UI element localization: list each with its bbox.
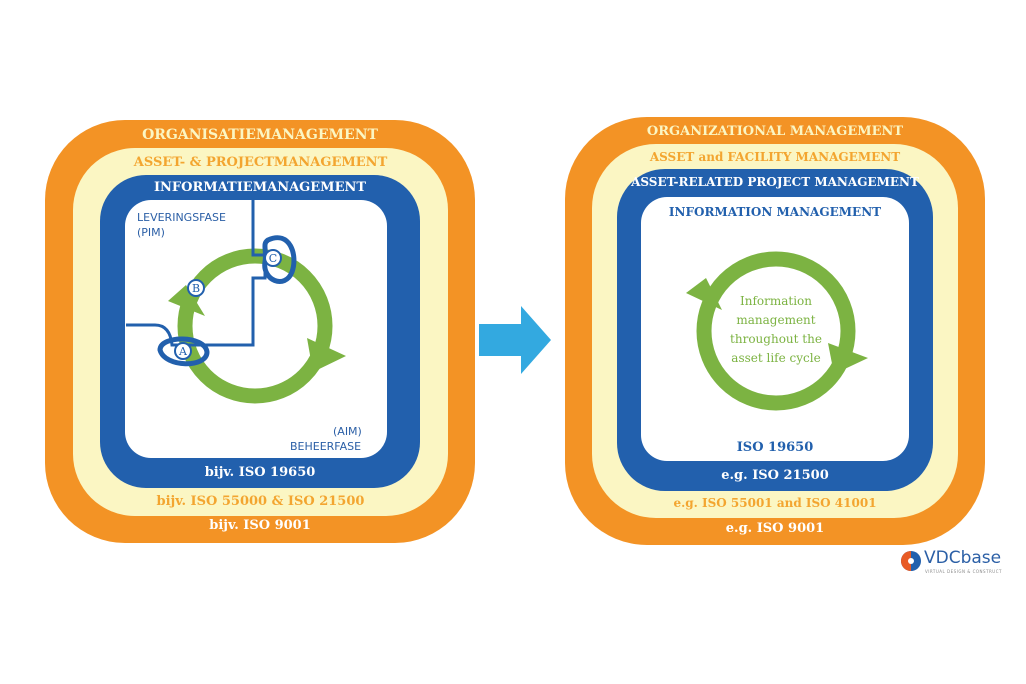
right-organizational-label: ORGANIZATIONAL MANAGEMENT	[646, 124, 904, 139]
delivery-phase-label: LEVERINGSFASE	[137, 211, 226, 224]
right-organizational-standard: e.g. ISO 9001	[725, 521, 825, 536]
right-asset-facility-standard: e.g. ISO 55001 and ISO 41001	[673, 496, 877, 510]
left-asset-project-label: ASSET- & PROJECTMANAGEMENT	[133, 155, 388, 170]
right-information-standard: ISO 19650	[736, 440, 814, 455]
vdcbase-logo-tagline: VIRTUAL DESIGN & CONSTRUCT	[925, 569, 1002, 574]
transition-arrow	[479, 306, 551, 374]
manage-phase-label: BEHEERFASE	[290, 440, 362, 453]
delivery-phase-abbr: (PIM)	[137, 226, 165, 239]
vdcbase-logo-name: VDCbase	[924, 548, 1002, 568]
left-organisation-label: ORGANISATIEMANAGEMENT	[142, 127, 378, 143]
right-project-standard: e.g. ISO 21500	[721, 468, 829, 483]
left-organisation-standard: bijv. ISO 9001	[209, 518, 311, 533]
right-asset-facility-label: ASSET and FACILITY MANAGEMENT	[649, 150, 901, 164]
vdcbase-logo: VDCbase VIRTUAL DESIGN & CONSTRUCT	[900, 548, 1010, 578]
right-project-label: ASSET-RELATED PROJECT MANAGEMENT	[631, 175, 919, 189]
left-asset-project-standard: bijv. ISO 55000 & ISO 21500	[156, 494, 365, 509]
right-information-label: INFORMATION MANAGEMENT	[668, 205, 882, 219]
right-information-layer: INFORMATION MANAGEMENT ISO 19650	[641, 197, 909, 461]
manage-phase-abbr: (AIM)	[333, 425, 362, 438]
right-diagram: ORGANIZATIONAL MANAGEMENT e.g. ISO 9001 …	[565, 117, 985, 545]
left-information-standard: bijv. ISO 19650	[204, 465, 316, 480]
left-information-label: INFORMATIEMANAGEMENT	[153, 180, 367, 195]
left-diagram: ORGANISATIEMANAGEMENT bijv. ISO 9001 ASS…	[45, 120, 475, 543]
left-inner-panel: LEVERINGSFASE (PIM) (AIM) BEHEERFASE	[125, 200, 387, 458]
vdcbase-logo-icon	[901, 551, 921, 571]
